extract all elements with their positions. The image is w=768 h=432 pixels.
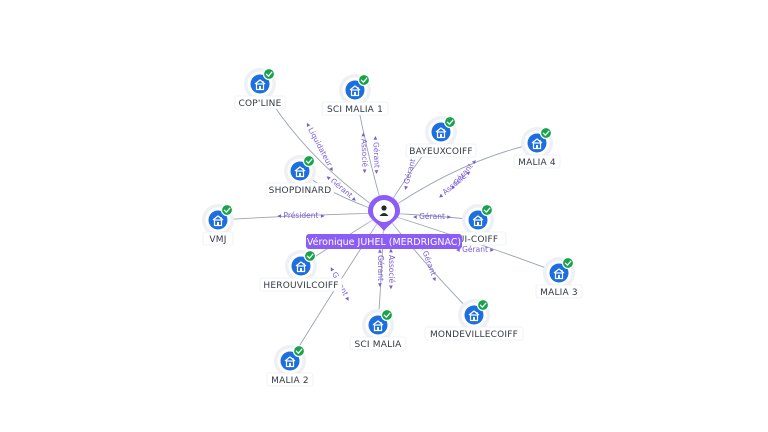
edge-label-ui-coiff: ◂ Gérant ▸ [413, 212, 451, 221]
company-label: COP'LINE [239, 99, 282, 109]
building-icon [468, 310, 480, 322]
company-label-box [266, 372, 314, 387]
edge-label-sci-malia: ◂ Gérant ▸ [376, 249, 385, 287]
building-icon [531, 138, 543, 150]
edge-label-mondevillecoiff: ◂ Gérant ▸ [419, 244, 441, 283]
check-badge-icon [357, 73, 371, 87]
company-label-box [202, 231, 234, 246]
company-label: MALIA 4 [518, 158, 556, 168]
company-node-copline[interactable]: COP'LINE [234, 67, 286, 110]
company-node-mondevillecoiff[interactable]: MONDEVILLECOIFF [424, 298, 524, 341]
company-node-malia-4[interactable]: MALIA 4 [513, 126, 561, 169]
check-badge-icon [292, 344, 306, 358]
company-node-malia-2[interactable]: MALIA 2 [266, 344, 314, 387]
center-label-box [306, 234, 462, 249]
company-label: HEROUVILCOIFF [263, 281, 338, 291]
center-person-name: Véronique JUHEL (MERDRIGNAC) [307, 237, 461, 248]
check-badge-icon [443, 115, 457, 129]
center-person-node[interactable]: Véronique JUHEL (MERDRIGNAC) [306, 187, 462, 249]
company-label-box [321, 101, 389, 116]
check-badge-icon [262, 67, 276, 81]
company-label-box [349, 336, 407, 351]
check-badge-icon [220, 203, 234, 217]
company-label: BAYEUXCOIFF [409, 147, 473, 157]
company-label: MONDEVILLECOIFF [430, 330, 518, 340]
company-node-ui-coiff[interactable]: UI-COIFF [449, 203, 507, 246]
building-icon [372, 320, 384, 332]
company-label: UI-COIFF [458, 235, 498, 245]
company-node-vmj[interactable]: VMJ [202, 203, 234, 246]
company-node-shopdinard[interactable]: SHOPDINARD [265, 154, 335, 197]
company-label: VMJ [209, 235, 226, 245]
edge-label-malia-4: ◂ Associé ▸ [436, 167, 473, 200]
company-label-box [259, 277, 343, 292]
company-label: SHOPDINARD [269, 186, 332, 196]
edge-label-sci-malia-1: ◂ Associé ▸ [359, 132, 369, 173]
company-node-malia-3[interactable]: MALIA 3 [535, 256, 583, 299]
company-label: MALIA 3 [540, 288, 578, 298]
building-icon [349, 85, 361, 97]
building-icon [435, 127, 447, 139]
check-badge-icon [380, 308, 394, 322]
company-label: SCI MALIA [354, 340, 402, 350]
building-icon [295, 261, 307, 273]
edge-label-malia-3: ◂ Gérant ▸ [456, 245, 494, 254]
check-badge-icon [302, 154, 316, 168]
company-label-box [513, 154, 561, 169]
edge-label-sci-malia: ◂ Associé ▸ [387, 249, 396, 290]
company-node-sci-malia[interactable]: SCI MALIA [349, 308, 407, 351]
company-label-box [424, 326, 524, 341]
nodes-layer: COP'LINE SCI MALIA 1 BAYEUXCOIFF MALIA 4 SHO… [202, 67, 583, 387]
company-label-box [265, 182, 335, 197]
check-badge-icon [476, 298, 490, 312]
company-label: MALIA 2 [271, 376, 309, 386]
check-badge-icon [539, 126, 553, 140]
building-icon [284, 356, 296, 368]
company-node-sci-malia-1[interactable]: SCI MALIA 1 [321, 73, 389, 116]
check-badge-icon [303, 249, 317, 263]
check-badge-icon [480, 203, 494, 217]
building-icon [472, 215, 484, 227]
edge-label-sci-malia-1: ◂ Gérant ▸ [371, 136, 381, 175]
company-node-bayeuxcoiff[interactable]: BAYEUXCOIFF [405, 115, 477, 158]
person-icon [379, 205, 389, 216]
building-icon [553, 268, 565, 280]
check-badge-icon [561, 256, 575, 270]
edge-label-vmj: ◂ Président ▸ [277, 211, 325, 220]
building-icon [254, 79, 266, 91]
building-icon [212, 215, 224, 227]
company-node-herouvilcoiff[interactable]: HEROUVILCOIFF [259, 249, 343, 292]
company-label-box [234, 95, 286, 110]
company-label: SCI MALIA 1 [327, 105, 383, 115]
company-label-box [535, 284, 583, 299]
edge-label-bayeuxcoiff: ◂ Gérant ▸ [400, 152, 419, 191]
building-icon [294, 166, 306, 178]
company-label-box [405, 143, 477, 158]
